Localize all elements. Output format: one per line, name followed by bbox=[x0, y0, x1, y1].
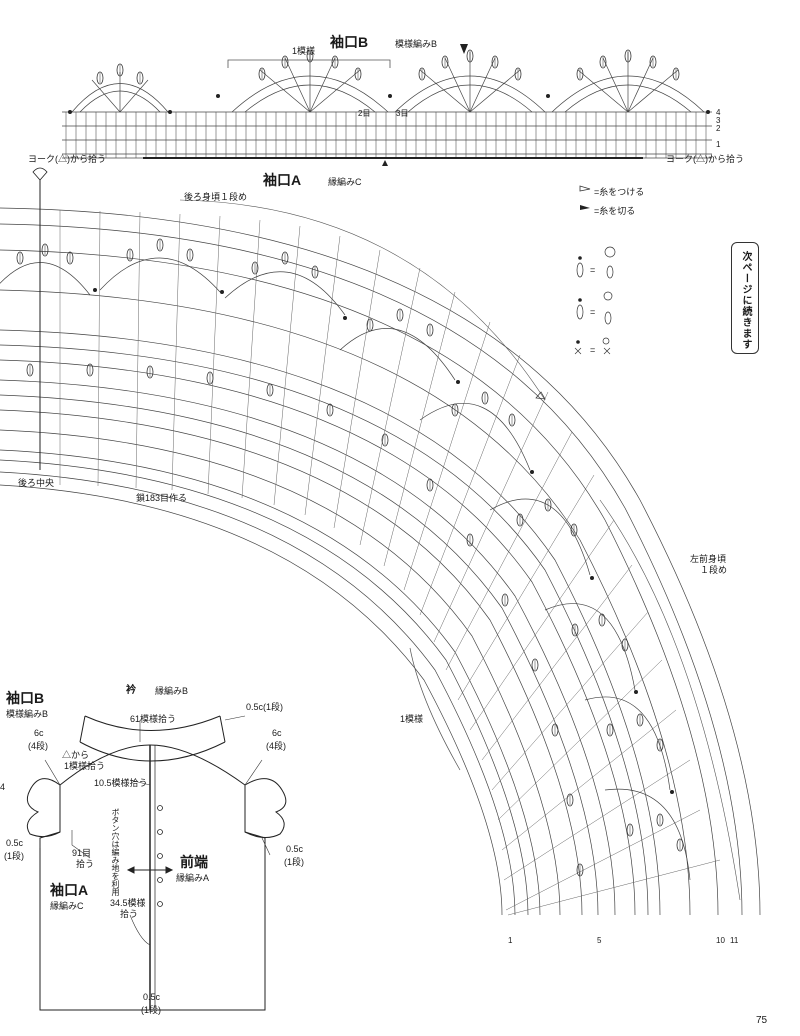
legend-cut-text: =糸を切る bbox=[594, 206, 636, 216]
row-number-3: 3 bbox=[716, 116, 721, 125]
triangle-marker bbox=[535, 391, 546, 400]
pickup-left-label: ヨーク(△)から拾う bbox=[28, 154, 106, 164]
continue-note-box: 次ページに続きます bbox=[731, 242, 759, 354]
from-triangle-b: 1模様拾う bbox=[64, 761, 106, 771]
from-triangle-a: △から bbox=[62, 750, 90, 760]
main-arc-fans bbox=[0, 257, 691, 881]
main-arc-dots bbox=[93, 288, 674, 794]
sleeve-b-pattern: 模様編みB bbox=[395, 39, 438, 49]
one-repeat-label-arc: 1模様 bbox=[400, 714, 424, 724]
collar-pickup-label: 61模様拾う bbox=[130, 714, 177, 724]
right-small-b: (1段) bbox=[284, 857, 304, 867]
button-hole-note: ボタン穴は編み地を利用 bbox=[111, 808, 120, 896]
button-holes bbox=[157, 805, 163, 907]
main-arc-spokes bbox=[59, 210, 721, 916]
front-edge-title: 前端 bbox=[180, 854, 208, 870]
bottom-number-1: 1 bbox=[508, 936, 513, 945]
bottom-number-11: 11 bbox=[730, 936, 739, 945]
legend-eq-2: = bbox=[590, 307, 596, 317]
top-chart-fans bbox=[71, 52, 705, 113]
legend-eq-3: = bbox=[590, 345, 596, 355]
right-cuff-b: (4段) bbox=[266, 741, 286, 751]
sleeve-a-schematic-title: 袖口A bbox=[50, 882, 89, 898]
left-small-b: (1段) bbox=[4, 851, 24, 861]
bottom-number-5: 5 bbox=[597, 936, 602, 945]
repeat-bracket-top bbox=[227, 59, 391, 68]
back-row1-label: 後ろ身頃１段め bbox=[184, 192, 248, 202]
legend-symbols bbox=[574, 246, 616, 355]
right-cuff-a: 6c bbox=[272, 728, 282, 738]
back-center-label: 後ろ中央 bbox=[18, 478, 55, 488]
left-front-label-b: １段め bbox=[700, 565, 728, 575]
top-chart-dots bbox=[68, 94, 710, 114]
main-arc-rows bbox=[0, 207, 761, 916]
row-number-4: 4 bbox=[716, 108, 721, 117]
sleeve-a-title: 袖口A bbox=[263, 172, 302, 188]
left-small-a: 0.5c bbox=[6, 838, 24, 848]
side-4-label: 4 bbox=[0, 782, 6, 792]
right-small-a: 0.5c bbox=[286, 844, 304, 854]
eye3-label: 3目 bbox=[396, 109, 409, 118]
collar-title: 衿 bbox=[126, 685, 136, 696]
garment-schematic bbox=[26, 715, 287, 1011]
row-number-1: 1 bbox=[716, 140, 721, 149]
front-pickup-a: 34.5模様 bbox=[110, 898, 146, 908]
row-number-2: 2 bbox=[716, 124, 721, 133]
one-repeat-label-top: 1模様 bbox=[292, 46, 316, 56]
leader-lines bbox=[39, 715, 271, 1010]
left-front-edge bbox=[599, 499, 741, 901]
page-number: 75 bbox=[756, 1015, 768, 1026]
continue-note-text: 次ページに続きます bbox=[740, 251, 751, 350]
sleeve-b-schematic-pattern: 模様編みB bbox=[6, 709, 49, 719]
chain-start-label: 鎖183目作る bbox=[136, 493, 188, 503]
front-pickup-b: 拾う bbox=[120, 909, 139, 919]
star-marker bbox=[382, 160, 388, 166]
bottom-small-a: 0.5c bbox=[143, 992, 161, 1002]
left-cuff-a: 6c bbox=[34, 728, 44, 738]
cut-thread-icon bbox=[580, 205, 590, 210]
legend-eq-1: = bbox=[590, 265, 596, 275]
schematic-arrows bbox=[126, 866, 174, 874]
left-cuff-b: (4段) bbox=[28, 741, 48, 751]
top-chart-petals bbox=[96, 49, 680, 85]
repeat-bracket-arc bbox=[409, 647, 461, 771]
top-chart-ticks bbox=[65, 112, 707, 158]
legend-attach-text: =糸をつける bbox=[594, 187, 645, 197]
sleeve-b-title: 袖口B bbox=[330, 34, 369, 50]
attach-thread-icon bbox=[579, 185, 591, 192]
sleeve-a-schematic-pattern: 縁編みC bbox=[50, 901, 84, 911]
left-front-label-a: 左前身頃 bbox=[690, 554, 727, 564]
collar-pattern: 縁編みB bbox=[155, 686, 189, 696]
eye2-label: 2目 bbox=[358, 109, 371, 118]
cut-marker-top bbox=[460, 44, 468, 54]
sleeve-b-schematic-title: 袖口B bbox=[6, 690, 45, 706]
collar-side-pickup: 10.5模様拾う bbox=[94, 778, 148, 788]
pickup-right-label: ヨーク(△)から拾う bbox=[666, 154, 744, 164]
top-chart-rows bbox=[62, 111, 712, 159]
eye91-a: 91目 bbox=[72, 848, 92, 858]
bottom-small-b: (1段) bbox=[141, 1005, 161, 1015]
sleeve-a-pattern: 縁編みC bbox=[328, 177, 362, 187]
eye91-b: 拾う bbox=[76, 859, 95, 869]
sleeve-edge-curve bbox=[179, 199, 546, 401]
front-edge-pattern: 縁編みA bbox=[176, 873, 210, 883]
collar-rows-label: 0.5c(1段) bbox=[246, 702, 284, 712]
bottom-number-10: 10 bbox=[716, 936, 725, 945]
heart-marker bbox=[32, 167, 48, 181]
